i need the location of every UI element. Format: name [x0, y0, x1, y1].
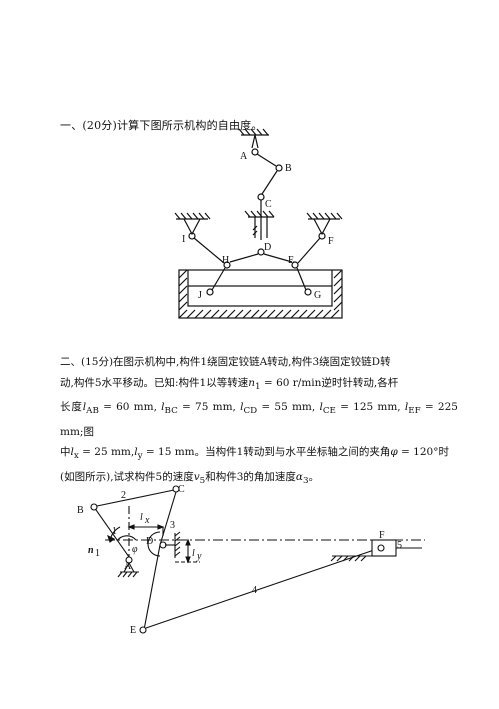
label2-f: F [379, 530, 385, 541]
problem2-line5: (如图所示),试求构件5的速度v5和构件3的角加速度α3。 [60, 470, 320, 486]
label-link-2: 2 [121, 490, 126, 501]
label-g: G [314, 290, 321, 301]
label2-e: E [130, 625, 136, 636]
ground-hatch-f2 [330, 555, 367, 562]
label2-d: D [146, 536, 153, 547]
label-link-4: 4 [252, 585, 257, 596]
link-bc [261, 170, 278, 195]
label2-a: A [124, 561, 132, 572]
label-f: F [328, 236, 334, 247]
mechanism-figure-2 [90, 485, 425, 634]
label-ly: l [192, 548, 195, 559]
link-fe [297, 237, 321, 264]
support-i [183, 218, 201, 236]
label-phi: φ [132, 544, 138, 555]
link-de [263, 253, 293, 263]
frame-hatch-bottom [178, 309, 340, 319]
pivot-d-arc [147, 531, 161, 557]
label-e: E [288, 255, 294, 266]
link-1 [93, 506, 130, 558]
label-h: H [222, 255, 229, 266]
link-4 [145, 548, 378, 629]
link-hj [211, 267, 226, 291]
label-lx: l [140, 512, 143, 523]
joint-a [251, 148, 259, 156]
problem2-line1: 二、(15分)在图示机构中,构件1绕固定铰链A转动,构件3绕固定铰链D转 [60, 356, 391, 368]
label-link-1: 1 [112, 526, 117, 537]
link-eg [296, 267, 307, 291]
frame-hatch-sides [178, 269, 343, 311]
support-a [251, 134, 256, 149]
label-lx-sub: x [144, 515, 150, 526]
joint-b2 [90, 503, 98, 511]
phi-arc [116, 535, 137, 542]
joint-g [304, 288, 312, 296]
joint-c [257, 193, 265, 201]
joint-b [275, 164, 283, 172]
joint-d [257, 248, 265, 256]
link-3 [159, 491, 177, 546]
link-ab [256, 153, 277, 167]
label2-c: C [178, 484, 185, 495]
label-a: A [240, 151, 248, 162]
problem2-statement: 二、(15分)在图示机构中,构件1绕固定铰链A转动,构件3绕固定铰链D转 动,构… [60, 352, 458, 491]
label-i: I [182, 234, 185, 245]
ground-hatch-a [238, 128, 269, 136]
link-ce [143, 544, 161, 631]
support-f [313, 218, 331, 236]
label-ly-sub: y [196, 551, 202, 562]
joint-i [188, 232, 196, 240]
label-d: D [264, 242, 271, 253]
support-a2 [123, 561, 135, 573]
label-j: J [198, 290, 202, 301]
joint-j [206, 288, 214, 296]
joint-h [223, 261, 231, 269]
label2-b: B [77, 505, 84, 516]
label-n: n [88, 545, 94, 556]
label-c: C [265, 199, 272, 210]
joint-e2 [139, 626, 147, 634]
link-dh [229, 253, 259, 263]
label-link-3: 3 [170, 520, 175, 531]
problem2-line3: 长度lAB = 60 mm, lBC = 75 mm, lCD = 55 mm,… [60, 401, 458, 438]
base-slider [187, 285, 333, 307]
problem2-line4: 中lx = 25 mm,ly = 15 mm。当构件1转动到与水平坐标轴之间的夹… [60, 446, 449, 462]
problem2-line2: 动,构件5水平移动。已知:构件1以等转速n1 = 60 r/min逆时针转动,各… [60, 376, 399, 392]
problem1-statement: 一、(20分)计算下图所示机构的自由度。 [60, 119, 263, 132]
joint-f [318, 232, 326, 240]
link-2 [96, 489, 175, 507]
label-b: B [285, 163, 292, 174]
label-link-5: 5 [397, 540, 402, 551]
joint-e [291, 261, 299, 269]
label-n-sub: 1 [95, 548, 100, 559]
link-ih [193, 237, 225, 264]
joint-f2 [377, 544, 385, 552]
